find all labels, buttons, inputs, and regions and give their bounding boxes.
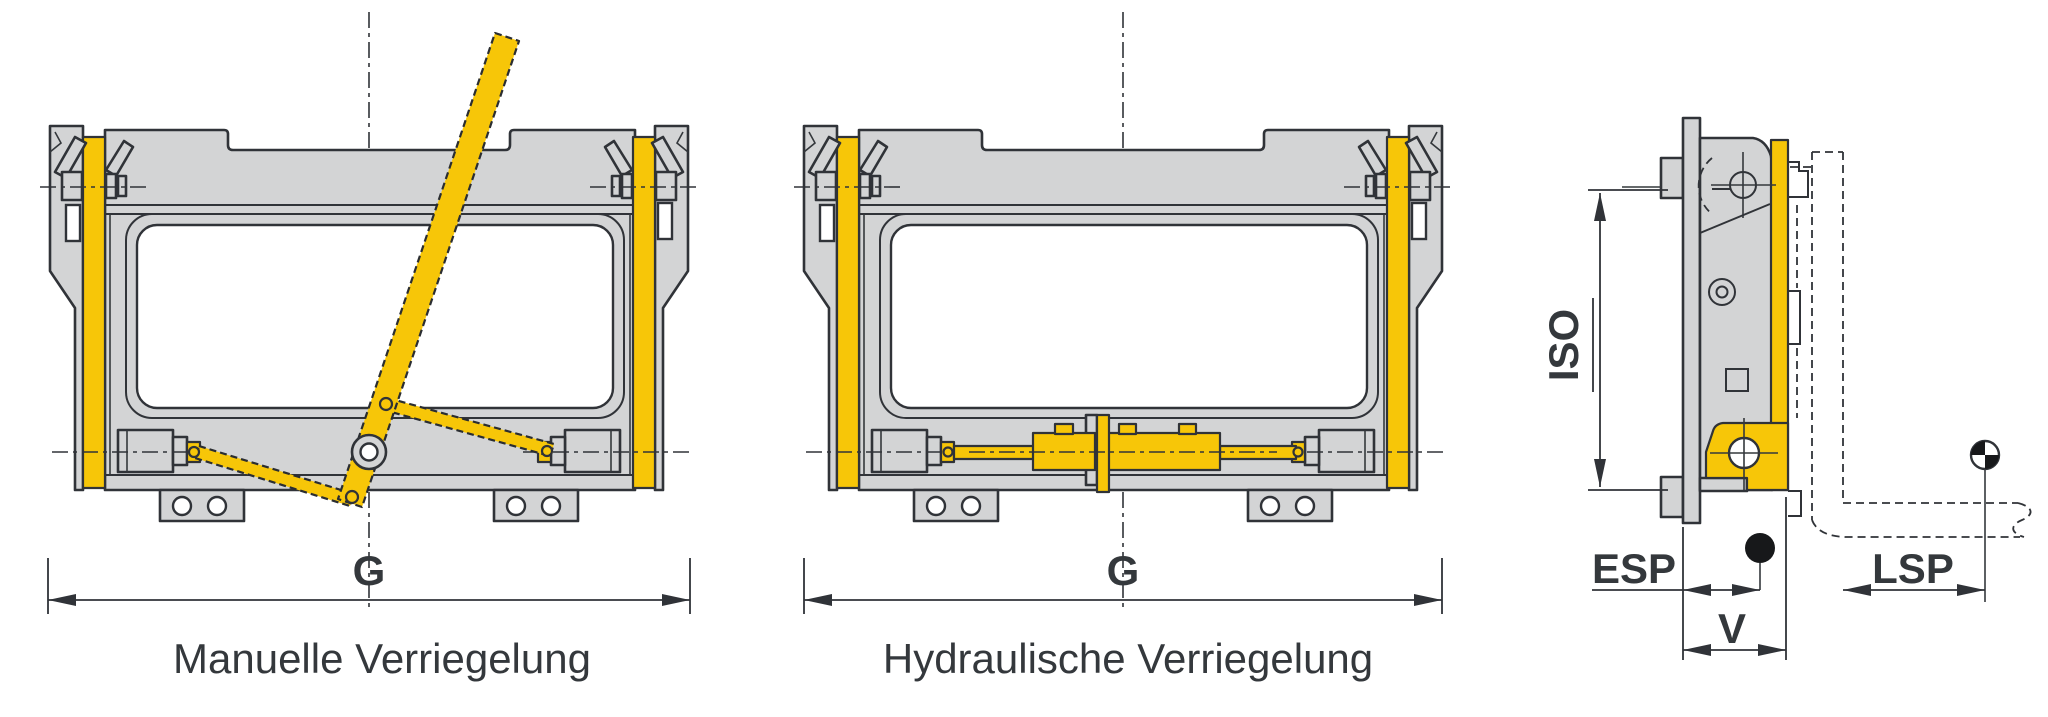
hydraulic-lock-cylinder <box>942 413 1304 494</box>
bolt-hole-inner <box>1715 285 1729 299</box>
hidden-hook-contour <box>1697 157 1713 215</box>
dimension-lsp: LSP <box>1843 545 1985 596</box>
hydraulic-port <box>1177 422 1198 436</box>
dimension-g-label: G <box>1107 547 1140 594</box>
dimension-iso-label: ISO <box>1540 309 1587 381</box>
rod-end-pin <box>942 446 954 458</box>
load-point-icon <box>1745 533 1775 590</box>
lock-lever-handle <box>336 31 521 509</box>
manual-lock-linkage <box>187 31 556 509</box>
lower-hook-step <box>1788 490 1802 517</box>
carriage-frame <box>792 10 1454 614</box>
caption-manual-locking: Manuelle Verriegelung <box>173 635 591 682</box>
lower-mount-tab <box>1659 475 1685 519</box>
dimension-v: V <box>1683 497 1787 660</box>
fork-outline <box>1790 151 2032 538</box>
center-of-gravity-icon <box>1969 439 2001 602</box>
dimension-esp: ESP <box>1592 527 1760 660</box>
hydraulic-port <box>1053 422 1075 436</box>
hydraulic-port <box>1117 422 1138 436</box>
dimension-lsp-label: LSP <box>1872 545 1954 592</box>
hydraulic-locking-diagram: G Hydraulische Verriegelung <box>792 10 1454 682</box>
dimension-v-label: V <box>1718 605 1746 652</box>
bolt-hole-outer <box>1708 278 1736 306</box>
cylinder-mount-plate <box>1095 413 1111 494</box>
carriage-frame <box>38 10 700 614</box>
manual-locking-diagram: G Manuelle Verriegelung <box>38 10 700 682</box>
right-link-rod <box>382 396 556 458</box>
dimension-esp-label: ESP <box>1592 545 1676 592</box>
body-foot <box>1698 476 1749 493</box>
right-link-pin <box>540 444 554 458</box>
lever-hole <box>378 396 394 412</box>
lever-pivot-inner <box>359 442 379 462</box>
dimension-iso: ISO <box>1540 189 1668 491</box>
dimension-g-hydraulic: G <box>803 547 1443 614</box>
upper-hook-step <box>1788 161 1809 198</box>
upper-mount-tab <box>1659 156 1685 200</box>
caption-hydraulic-locking: Hydraulische Verriegelung <box>883 635 1373 682</box>
lock-window <box>1725 368 1749 392</box>
rod-end-pin <box>1292 446 1304 458</box>
dimension-g-label: G <box>353 547 386 594</box>
back-plate <box>1681 116 1702 525</box>
side-view-diagram: ISO ESP V LSP <box>1540 116 2032 660</box>
dimension-g-manual: G <box>47 547 691 614</box>
lever-end-pin <box>344 489 360 505</box>
left-link-pin <box>187 445 201 459</box>
middle-hook-step <box>1788 290 1801 345</box>
